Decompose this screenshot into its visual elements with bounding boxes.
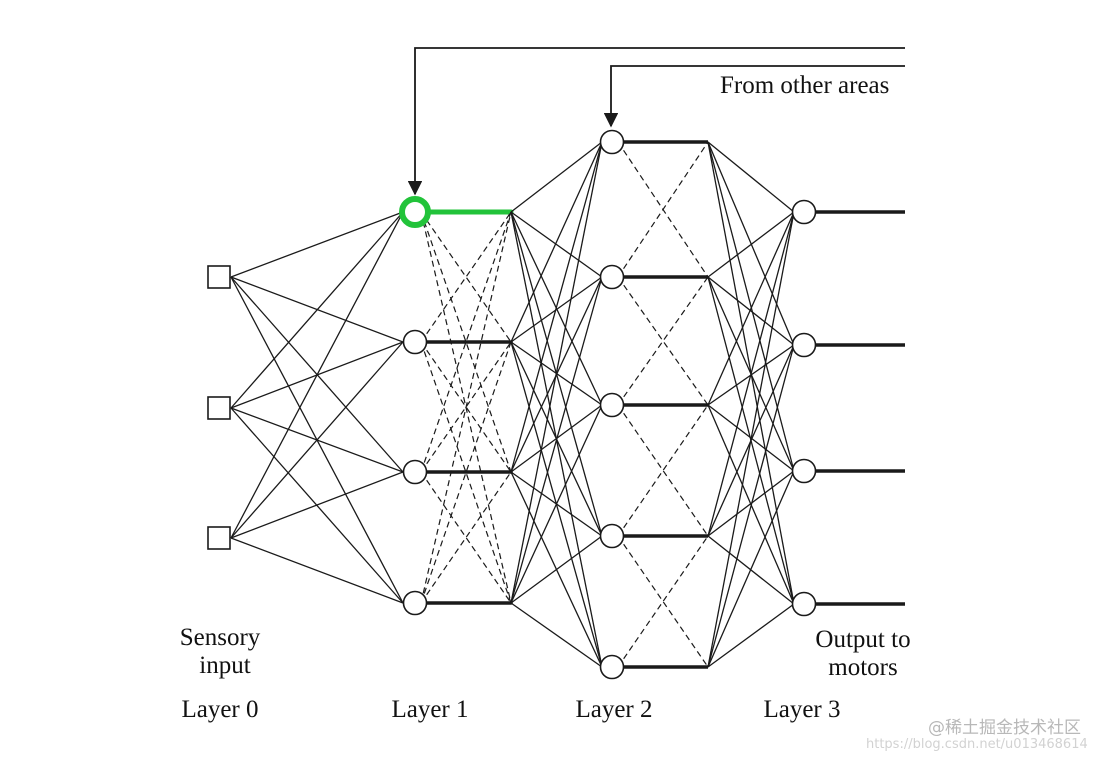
layer3-node [791, 332, 817, 358]
connection-l1-l2 [510, 141, 603, 213]
sensory-input-node [207, 396, 231, 420]
lateral-connection-l1 [420, 211, 512, 343]
lateral-connection-l1 [420, 341, 512, 604]
connection-l2-l3 [707, 470, 795, 668]
feedback-arrows-group [407, 47, 905, 196]
output-to-motors-label-line1: Output to [815, 626, 910, 653]
lateral-connection-l2 [617, 535, 709, 668]
connection-l0-l1 [230, 537, 404, 604]
layer1-node [402, 329, 428, 355]
layer2-node [599, 129, 625, 155]
layer-3-label: Layer 3 [763, 696, 840, 723]
lateral-connection-l2 [617, 404, 709, 537]
layer1-node [402, 590, 428, 616]
connection-l0-l1 [230, 341, 404, 539]
lateral-connection-l1 [420, 211, 512, 473]
from-other-areas-label: From other areas [720, 72, 889, 99]
connection-l1-l2 [510, 141, 603, 604]
highlighted-layer1-node [399, 196, 431, 228]
connection-l1-l2 [510, 535, 603, 604]
connection-l2-l3 [707, 141, 795, 213]
connection-l0-l1 [230, 211, 404, 409]
connection-l1-l2 [510, 141, 603, 343]
feedback-arrow-to-layer1 [407, 47, 905, 196]
connection-l1-l2 [510, 276, 603, 604]
lateral-connection-l1 [420, 341, 512, 604]
lateral-connection-l1 [420, 341, 512, 473]
connection-l1-l2 [510, 211, 603, 278]
connection-l2-l3 [707, 141, 795, 346]
lateral-connection-l2 [617, 404, 709, 537]
connection-l2-l3 [707, 211, 795, 668]
lateral-connection-l1 [420, 211, 512, 604]
layer2-node [599, 523, 625, 549]
lateral-connection-l1 [420, 341, 512, 473]
layer3-node [791, 458, 817, 484]
watermark-url: https://blog.csdn.net/u013468614 [866, 737, 1088, 752]
lateral-connection-l2 [617, 276, 709, 406]
layer-1-label: Layer 1 [391, 696, 468, 723]
sensory-input-label-line2: input [199, 652, 250, 679]
connection-l2-l3 [707, 211, 795, 278]
layer1-node [402, 459, 428, 485]
output-to-motors-label-line2: motors [828, 654, 897, 681]
feedback-arrow-to-layer2 [603, 65, 905, 128]
sensory-input-node [207, 526, 231, 550]
lateral-connection-l1 [420, 471, 512, 604]
lateral-connection-l1 [420, 211, 512, 343]
lateral-connection-l2 [617, 535, 709, 668]
sensory-input-label-line1: Sensory [180, 624, 261, 651]
layer-0-label: Layer 0 [181, 696, 258, 723]
layer2-node [599, 392, 625, 418]
connection-l0-l1 [230, 471, 404, 539]
connection-l1-l2 [510, 602, 603, 668]
layer2-node [599, 264, 625, 290]
watermark-brand: @稀土掘金技术社区 [928, 718, 1081, 738]
connection-l2-l3 [707, 211, 795, 537]
lateral-connection-l2 [617, 276, 709, 406]
lateral-connection-l2 [617, 141, 709, 278]
nodes-group [207, 129, 817, 680]
lateral-connection-l1 [420, 471, 512, 604]
connection-l2-l3 [707, 211, 795, 406]
connection-l2-l3 [707, 141, 795, 472]
layer2-node [599, 654, 625, 680]
layer3-node [791, 591, 817, 617]
connection-l2-l3 [707, 344, 795, 668]
layer-2-label: Layer 2 [575, 696, 652, 723]
layer3-node [791, 199, 817, 225]
connection-l1-l2 [510, 276, 603, 343]
connection-l2-l3 [707, 276, 795, 346]
connection-l0-l1 [230, 211, 404, 539]
lateral-connection-l1 [420, 211, 512, 473]
connection-l2-l3 [707, 603, 795, 668]
connection-l0-l1 [230, 211, 404, 278]
sensory-input-node [207, 265, 231, 289]
connections-group [230, 140, 905, 669]
connection-l1-l2 [510, 141, 603, 473]
connection-l1-l2 [510, 404, 603, 604]
